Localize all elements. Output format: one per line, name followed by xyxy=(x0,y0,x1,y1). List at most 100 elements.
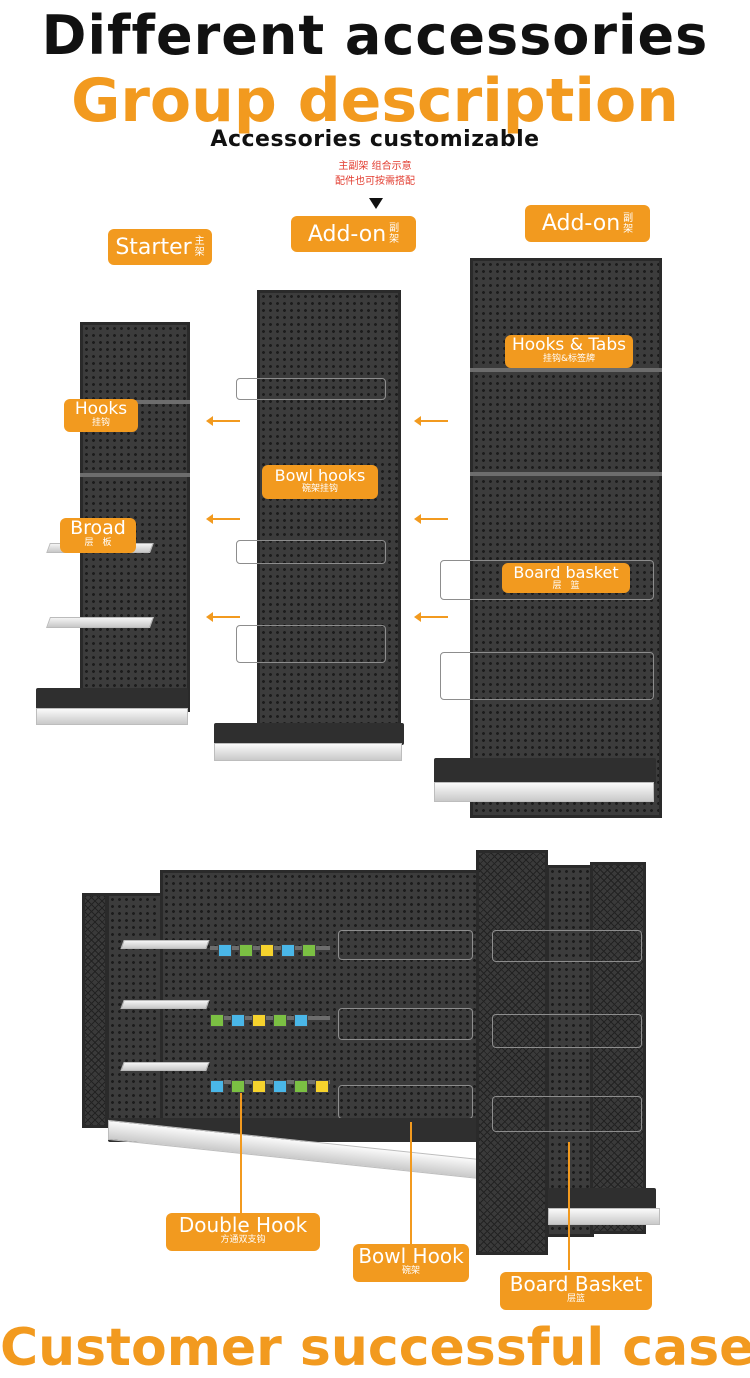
callout-board-basket-label: Board basket xyxy=(513,563,619,582)
starter-rack xyxy=(80,322,190,712)
price-tag xyxy=(252,1080,266,1093)
board-basket xyxy=(440,652,654,700)
shelf-board xyxy=(120,1000,210,1009)
arrow-left-icon xyxy=(206,612,240,622)
price-tag xyxy=(231,1080,245,1093)
tagline: Accessories customizable xyxy=(210,127,540,152)
bowl-hook-rack xyxy=(338,1008,473,1040)
end-mesh-panel xyxy=(476,850,548,1255)
board-basket xyxy=(492,1096,642,1132)
end-mesh-panel xyxy=(82,893,108,1128)
board-basket xyxy=(492,930,642,962)
callout-board-basket-2: Board Basket 层篮 xyxy=(500,1272,652,1310)
price-tag xyxy=(218,944,232,957)
callout-double-hook-cn: 方通双支钩 xyxy=(220,1235,266,1245)
callout-hooks-label: Hooks xyxy=(74,399,128,419)
callout-hooks-tabs-label: Hooks & Tabs xyxy=(512,335,626,355)
addon2-cn-1: 副 xyxy=(623,212,634,224)
gondola-end-panel xyxy=(546,865,594,1237)
price-tag xyxy=(231,1014,245,1027)
addon-label-2: Add-on xyxy=(541,211,621,236)
footer-heading: Customer successful case xyxy=(0,1318,750,1378)
arrow-left-icon xyxy=(414,514,448,524)
callout-bowl-hook-label: Bowl Hook xyxy=(358,1244,464,1268)
callout-broad-label: Broad xyxy=(70,517,126,539)
arrow-left-icon xyxy=(206,416,240,426)
leader-line xyxy=(410,1122,412,1244)
hook-bar xyxy=(470,472,662,476)
price-tag xyxy=(252,1014,266,1027)
callout-hooks: Hooks 挂钩 xyxy=(64,399,138,432)
price-tag xyxy=(210,1080,224,1093)
callout-bowl-hooks: Bowl hooks 碗架挂钩 xyxy=(262,465,378,499)
price-tag xyxy=(315,1080,329,1093)
addon2-cn-2: 架 xyxy=(623,223,634,235)
starter-cn-2: 架 xyxy=(194,247,205,258)
bowl-hook-rack xyxy=(236,540,386,564)
bowl-hook-rack xyxy=(338,930,473,960)
base-kickplate xyxy=(548,1208,660,1225)
callout-broad-cn: 层 板 xyxy=(84,537,112,548)
hook-bar xyxy=(80,473,190,477)
price-tag xyxy=(260,944,274,957)
note-line-2: 配件也可按需搭配 xyxy=(335,176,415,187)
price-tag xyxy=(302,944,316,957)
price-tag xyxy=(294,1080,308,1093)
shelf-board xyxy=(120,1062,210,1071)
addon1-cn-1: 副 xyxy=(389,223,400,234)
starter-cn-1: 主 xyxy=(194,236,205,247)
callout-hooks-tabs-cn: 挂钩&标签牌 xyxy=(542,353,596,364)
hook-bar xyxy=(210,1016,330,1020)
leader-line xyxy=(568,1142,570,1270)
arrow-left-icon xyxy=(206,514,240,524)
addon-rack-1 xyxy=(257,290,401,752)
arrow-left-icon xyxy=(414,416,448,426)
down-arrow-icon xyxy=(369,198,383,209)
hook-bar xyxy=(210,1080,330,1084)
callout-board-basket-2-cn: 层篮 xyxy=(566,1294,585,1304)
end-base xyxy=(548,1188,656,1210)
callout-broad: Broad 层 板 xyxy=(60,518,136,553)
callout-hooks-cn: 挂钩 xyxy=(91,417,110,428)
addon-label-1: Add-on xyxy=(307,221,387,247)
price-tag xyxy=(273,1080,287,1093)
page-title: Different accessories xyxy=(41,4,709,67)
price-tag xyxy=(210,1014,224,1027)
base-kickplate xyxy=(434,782,654,802)
callout-board-basket-cn: 层 篮 xyxy=(552,580,580,591)
callout-board-basket: Board basket 层 篮 xyxy=(502,563,630,593)
callout-bowl-hook: Bowl Hook 碗架 xyxy=(353,1244,469,1282)
addon-tag-1: Add-on 副架 xyxy=(291,216,416,252)
price-tag xyxy=(239,944,253,957)
bowl-hook-rack xyxy=(236,625,386,663)
rack-base xyxy=(36,688,188,710)
board-basket xyxy=(492,1014,642,1048)
base-kickplate xyxy=(214,743,402,761)
board-basket xyxy=(440,560,654,600)
rack-base xyxy=(434,758,656,784)
price-tag xyxy=(281,944,295,957)
arrow-left-icon xyxy=(414,612,448,622)
price-tag xyxy=(273,1014,287,1027)
bowl-hook-rack xyxy=(236,378,386,400)
page-subtitle: Group description xyxy=(71,66,679,136)
rack-base xyxy=(214,723,404,745)
callout-bowl-hook-cn: 碗架 xyxy=(401,1266,420,1276)
callout-hooks-tabs: Hooks & Tabs 挂钩&标签牌 xyxy=(505,335,633,368)
shelf-board xyxy=(120,940,210,949)
callout-double-hook: Double Hook 方通双支钩 xyxy=(166,1213,320,1251)
base-kickplate xyxy=(36,708,188,725)
starter-label: Starter xyxy=(115,234,192,260)
callout-bowl-hooks-label: Bowl hooks xyxy=(274,466,366,485)
addon-tag-2: Add-on 副架 xyxy=(525,205,650,242)
price-tag-row xyxy=(210,1080,329,1093)
leader-line xyxy=(240,1093,242,1213)
starter-tag: Starter 主架 xyxy=(108,229,212,265)
price-tag-row xyxy=(218,944,316,957)
price-tag xyxy=(294,1014,308,1027)
bowl-hook-rack xyxy=(338,1085,473,1119)
note-line-1: 主副架 组合示意 xyxy=(338,161,412,172)
hook-bar xyxy=(470,368,662,372)
addon1-cn-2: 架 xyxy=(389,234,400,245)
callout-double-hook-label: Double Hook xyxy=(178,1213,308,1237)
